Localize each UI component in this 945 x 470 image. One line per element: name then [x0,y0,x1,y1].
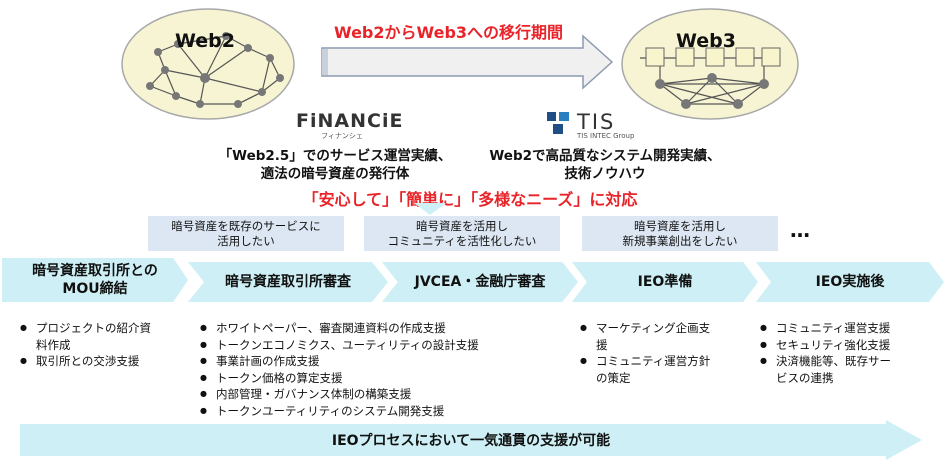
list-item: 内部管理・ガバナンス体制の構築支援 [200,386,560,403]
list-item: トークンユーティリティのシステム開発支援 [200,403,560,420]
web3-network-icon [621,8,799,120]
need-box-new-business: 暗号資産を活用し新規事業創出をしたい [582,216,778,251]
need-box-community: 暗号資産を活用しコミュニティを活性化したい [364,216,560,251]
financie-logo-subtext: フィナンシェ [321,132,363,140]
transition-label: Web2からWeb3への移行期間 [334,23,564,42]
list-item: コミュニティ運営支援 [760,320,940,337]
step-exchange-review: 暗号資産取引所審査 [188,262,388,302]
down-arrow-icon [414,203,446,215]
list-item: 取引所との交渉支援 [20,353,185,370]
need-box-existing-service: 暗号資産を既存のサービスに活用したい [148,216,344,251]
list-item: トークンエコノミクス、ユーティリティの設計支援 [200,337,560,354]
exchange-review-support-list: ホワイトペーパー、審査関連資料の作成支援 トークンエコノミクス、ユーティリティの… [200,320,560,419]
list-item: ホワイトペーパー、審査関連資料の作成支援 [200,320,560,337]
tis-logo-text: TIS [577,110,616,134]
step-jvcea-fsa-review: JVCEA・金融庁審査 [382,262,578,302]
more-ellipsis: … [790,218,810,242]
transition-arrow-icon [321,34,614,90]
financie-logo-text: FiNANCiE [296,110,404,132]
list-item: セキュリティ強化支援 [760,337,940,354]
financie-logo: FiNANCiE フィナンシェ [296,110,404,141]
tis-strength: Web2で高品質なシステム開発実績、 技術ノウハウ [489,148,721,182]
bottom-banner-text: IEOプロセスにおいて一気通貫の支援が可能 [331,433,611,449]
financie-strength: 「Web2.5」でのサービス運営実績、 適法の暗号資産の発行体 [218,148,452,182]
step-post-ieo: IEO実施後 [756,262,944,302]
bottom-banner-arrow: IEOプロセスにおいて一気通貫の支援が可能 [20,420,922,460]
list-item: トークン価格の算定支援 [200,370,560,387]
transition-illustration [121,8,799,120]
tagline: 「安心して」「簡単に」「多様なニーズ」に対応 [302,190,638,209]
tis-logo-subtext: TIS INTEC Group [577,132,635,140]
list-item: 事業計画の作成支援 [200,353,560,370]
web2-label: Web2 [175,30,235,52]
tis-mark-icon [547,112,569,134]
step-ieo-prep: IEO準備 [572,262,758,302]
web2-network-icon [121,8,295,120]
web3-label: Web3 [676,30,736,52]
